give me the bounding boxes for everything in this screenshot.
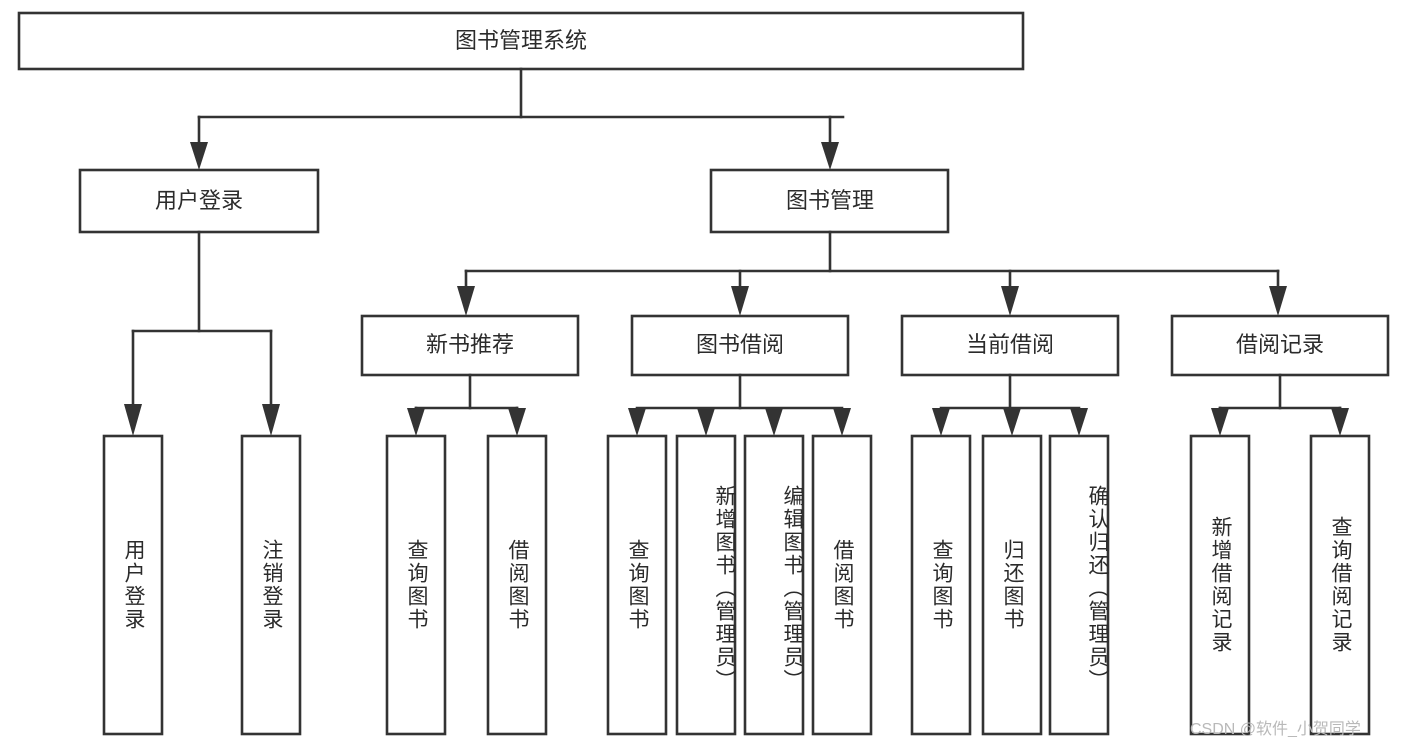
node-borrow-record-label: 借阅记录: [1236, 332, 1324, 357]
connector-new-book-recommend-to-leaves: [407, 373, 526, 436]
leaf-box-borrow-book-nbr[interactable]: [486, 434, 548, 736]
arrow-head-cb-3: [1070, 408, 1088, 436]
connector-book-management-to-level3: [457, 230, 1287, 316]
arrow-head-user-login-2: [262, 404, 280, 436]
node-book-management[interactable]: 图书管理: [709, 168, 950, 234]
arrow-head-br-1: [1211, 408, 1229, 436]
arrow-head-cb-1: [932, 408, 950, 436]
leaf-box-add-borrow-record[interactable]: [1189, 434, 1251, 736]
arrow-head-level3-2: [731, 286, 749, 316]
connector-user-login-to-leaves: [124, 230, 280, 436]
csdn-watermark: CSDN @软件_小贺同学: [1190, 721, 1361, 738]
arrow-head-bb-4: [833, 408, 851, 436]
arrow-head-level2-2: [821, 142, 839, 170]
arrow-head-bb-2: [697, 408, 715, 436]
connector-current-borrow-to-leaves: [932, 373, 1088, 436]
arrow-head-level3-1: [457, 286, 475, 316]
arrow-head-level3-4: [1269, 286, 1287, 316]
leaf-box-query-book-nbr[interactable]: [385, 434, 447, 736]
arrow-head-user-login-1: [124, 404, 142, 436]
node-current-borrow-label: 当前借阅: [966, 332, 1054, 357]
arrow-head-nbr-1: [407, 408, 425, 436]
connector-root-to-level2: [190, 67, 845, 170]
node-current-borrow[interactable]: 当前借阅: [900, 314, 1120, 377]
node-new-book-recommend-label: 新书推荐: [426, 332, 514, 357]
arrow-head-bb-1: [628, 408, 646, 436]
node-borrow-record-box[interactable]: [1170, 314, 1390, 377]
arrow-head-br-2: [1331, 408, 1349, 436]
node-book-borrow-box[interactable]: [630, 314, 850, 377]
leaf-box-return-book[interactable]: [981, 434, 1043, 736]
node-root-label: 图书管理系统: [455, 28, 587, 53]
arrow-head-cb-2: [1003, 408, 1021, 436]
node-borrow-record[interactable]: 借阅记录: [1170, 314, 1390, 377]
leaf-box-query-borrow-record[interactable]: [1309, 434, 1371, 736]
node-new-book-recommend-box[interactable]: [360, 314, 580, 377]
arrow-head-level2-1: [190, 142, 208, 170]
leaf-box-query-book-cb[interactable]: [910, 434, 972, 736]
leaf-box-query-book-bb[interactable]: [606, 434, 668, 736]
node-user-login-label: 用户登录: [155, 188, 243, 213]
connector-book-borrow-to-leaves: [628, 373, 851, 436]
arrow-head-nbr-2: [508, 408, 526, 436]
node-new-book-recommend[interactable]: 新书推荐: [360, 314, 580, 377]
node-root[interactable]: 图书管理系统: [17, 11, 1025, 71]
arrow-head-bb-3: [765, 408, 783, 436]
node-user-login[interactable]: 用户登录: [78, 168, 320, 234]
leaf-box-add-book-admin[interactable]: [675, 434, 737, 736]
node-book-management-label: 图书管理: [786, 188, 874, 213]
node-current-borrow-box[interactable]: [900, 314, 1120, 377]
leaf-box-borrow-book-bb[interactable]: [811, 434, 873, 736]
leaf-box-edit-book-admin[interactable]: [743, 434, 805, 736]
leaf-box-confirm-return-admin[interactable]: [1048, 434, 1110, 736]
arrow-head-level3-3: [1001, 286, 1019, 316]
connector-borrow-record-to-leaves: [1211, 373, 1349, 436]
leaf-box-user-login[interactable]: [102, 434, 164, 736]
node-book-borrow-label: 图书借阅: [696, 332, 784, 357]
leaf-box-user-logout[interactable]: [240, 434, 302, 736]
node-book-management-box[interactable]: [709, 168, 950, 234]
node-book-borrow[interactable]: 图书借阅: [630, 314, 850, 377]
node-root-box[interactable]: [17, 11, 1025, 71]
